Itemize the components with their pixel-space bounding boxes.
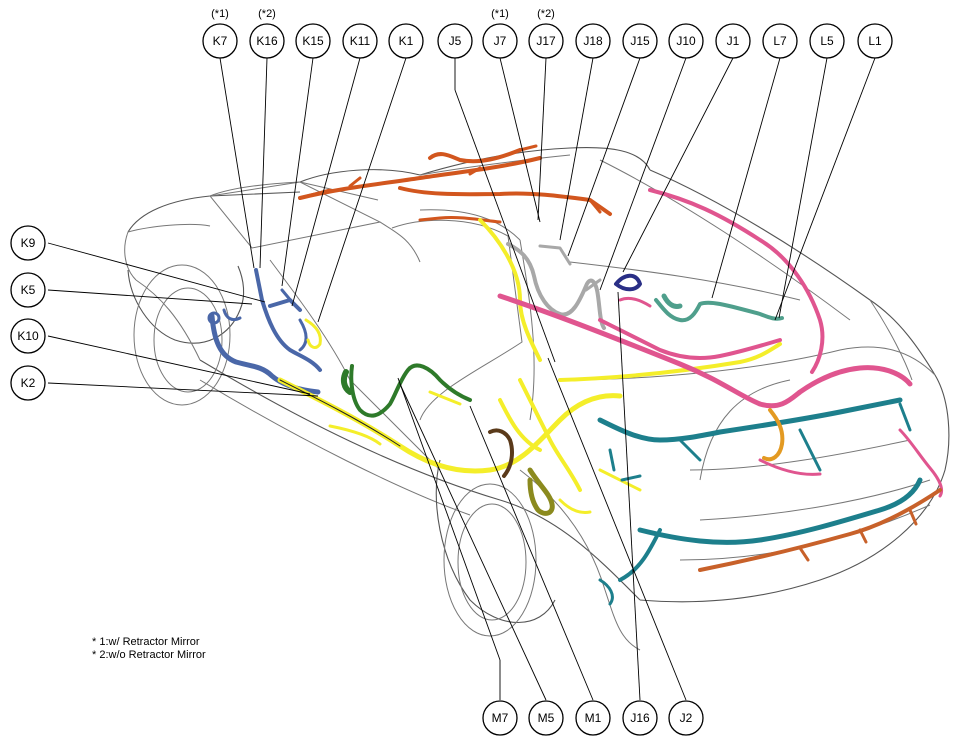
callout-label: M5: [538, 711, 555, 725]
callout-k15: K15: [295, 23, 331, 59]
callout-circle: [10, 272, 46, 308]
callout-note: (*2): [537, 8, 555, 20]
callout-label: J7: [494, 34, 507, 48]
amber-connector: [762, 408, 785, 462]
callout-circle: [762, 23, 798, 59]
callout-k11: K11: [342, 23, 378, 59]
callout-label: K15: [302, 34, 324, 48]
callout-circle: [202, 23, 238, 59]
callout-label: J5: [449, 34, 462, 48]
callout-j17: J17 (*2): [528, 8, 564, 59]
callout-l1: L1: [857, 23, 893, 59]
callout-j1: J1: [715, 23, 751, 59]
callout-label: J17: [536, 34, 556, 48]
callout-circle: [10, 225, 46, 261]
callout-circle: [295, 23, 331, 59]
callout-circle: [249, 23, 285, 59]
rear-harness-teal: [597, 397, 923, 606]
callout-j2: J2: [668, 700, 704, 736]
callout-circle: [482, 700, 518, 736]
car-body-outline: [124, 147, 950, 651]
door-harness-green: [340, 363, 472, 418]
footnote-2: * 2:w/o Retractor Mirror: [92, 649, 206, 661]
callout-label: J15: [630, 34, 650, 48]
callout-k16: K16 (*2): [249, 8, 285, 59]
callout-k7: K7 (*1): [202, 8, 238, 59]
callout-circle: [528, 700, 564, 736]
callout-note: (*1): [491, 8, 509, 20]
callout-j15: J15: [622, 23, 658, 59]
callout-note: (*2): [258, 8, 276, 20]
callout-label: M7: [492, 711, 509, 725]
callout-circle: [715, 23, 751, 59]
callout-circle: [809, 23, 845, 59]
olive-harness: [527, 467, 555, 516]
callout-circle: [342, 23, 378, 59]
callout-circle: [388, 23, 424, 59]
callout-k5: K5: [10, 272, 46, 308]
callout-circle: [10, 365, 46, 401]
callout-label: K16: [256, 34, 278, 48]
callout-label: K7: [213, 34, 228, 48]
callout-circle: [575, 23, 611, 59]
callout-m1: M1: [575, 700, 611, 736]
callout-k10: K10: [10, 318, 46, 354]
callout-label: L5: [820, 34, 834, 48]
roof-harness-orange: [298, 144, 612, 224]
callout-circle: [10, 318, 46, 354]
callout-j10: J10: [668, 23, 704, 59]
callout-label: K10: [17, 329, 39, 343]
callout-label: K11: [350, 34, 371, 48]
callout-l7: L7: [762, 23, 798, 59]
floor-harness-yellow: [277, 218, 782, 514]
brown-harness: [488, 428, 514, 478]
callout-circle: [437, 23, 473, 59]
callout-label: M1: [585, 711, 602, 725]
callout-label: J1: [727, 34, 740, 48]
callout-l5: L5: [809, 23, 845, 59]
roof-harness-gray: [506, 242, 606, 330]
callout-k2: K2: [10, 365, 46, 401]
callout-circle: [622, 700, 658, 736]
callout-label: L7: [773, 34, 787, 48]
callout-circle: [482, 23, 518, 59]
callout-j18: J18: [575, 23, 611, 59]
rear-harness-seafoam: [654, 293, 784, 323]
footnotes: * 1:w/ Retractor Mirror * 2:w/o Retracto…: [92, 636, 206, 662]
callout-note: (*1): [211, 8, 229, 20]
navy-connector: [614, 273, 642, 292]
callout-label: J10: [676, 34, 696, 48]
callout-label: J16: [630, 711, 650, 725]
callout-label: K5: [21, 283, 36, 297]
footnote-1: * 1:w/ Retractor Mirror: [92, 636, 200, 648]
callout-m7: M7: [482, 700, 518, 736]
callout-circle: [668, 700, 704, 736]
callout-label: J18: [583, 34, 603, 48]
callout-label: K2: [21, 376, 36, 390]
callout-label: J2: [680, 711, 693, 725]
callout-m5: M5: [528, 700, 564, 736]
callout-k9: K9: [10, 225, 46, 261]
callout-circle: [528, 23, 564, 59]
rear-harness-pink: [497, 188, 944, 498]
callout-label: L1: [868, 34, 882, 48]
leader-lines: [47, 57, 876, 701]
callout-circle: [857, 23, 893, 59]
callout-label: K9: [21, 236, 36, 250]
callout-circle: [575, 700, 611, 736]
callout-label: K1: [399, 34, 414, 48]
callout-circle: [622, 23, 658, 59]
callout-j5: J5: [437, 23, 473, 59]
callout-k1: K1: [388, 23, 424, 59]
callout-circle: [668, 23, 704, 59]
callout-j7: J7 (*1): [482, 8, 518, 59]
callout-j16: J16: [622, 700, 658, 736]
rear-bumper-harness-rust: [698, 488, 942, 572]
